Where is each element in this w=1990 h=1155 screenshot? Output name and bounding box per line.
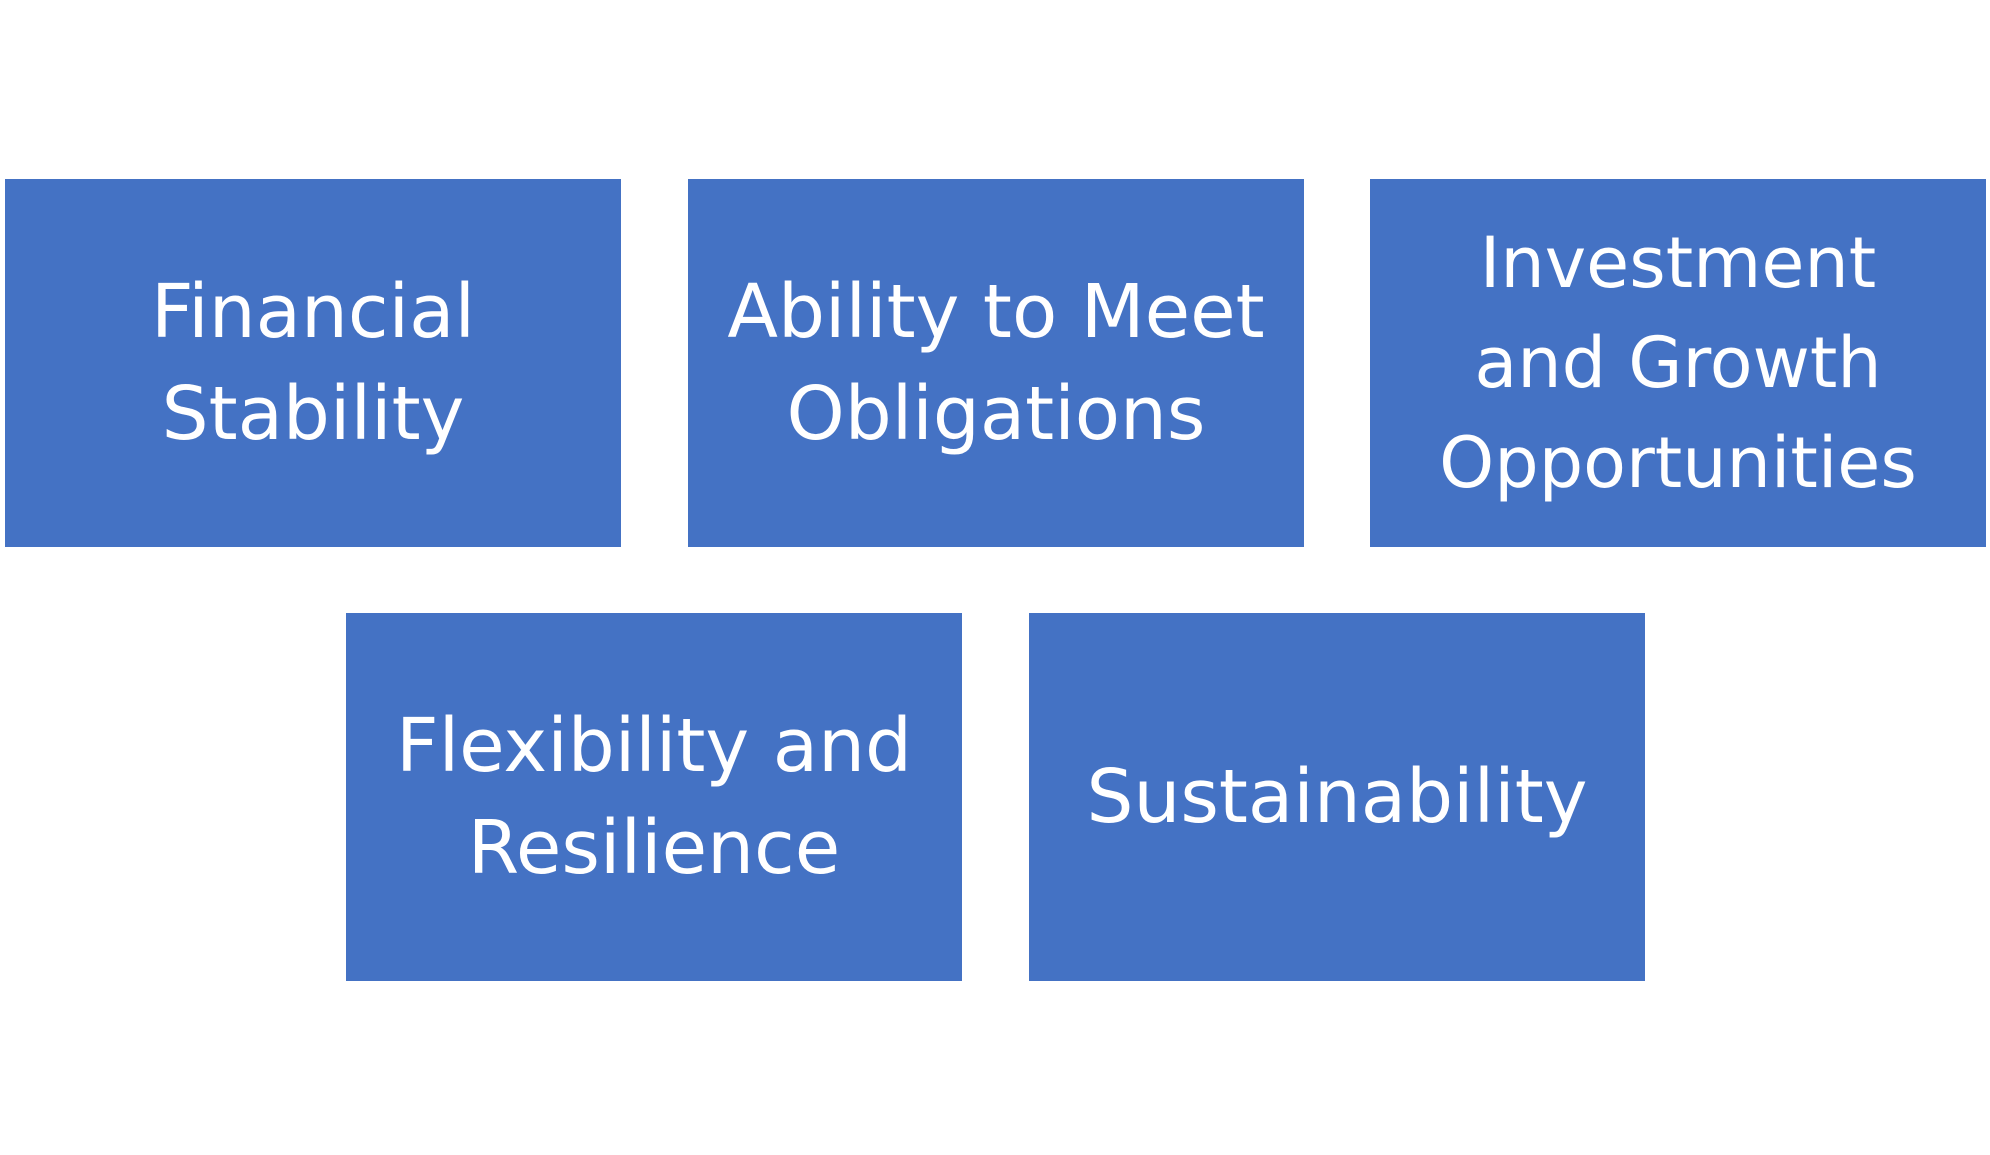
box-label: Investment and Growth Opportunities (1439, 222, 1917, 504)
box-sustainability: Sustainability (1029, 613, 1645, 981)
box-flexibility-and-resilience: Flexibility and Resilience (346, 613, 962, 981)
box-financial-stability: Financial Stability (5, 179, 621, 547)
box-label: Flexibility and Resilience (396, 703, 912, 891)
box-label: Financial Stability (150, 269, 476, 457)
box-investment-and-growth-opportunities: Investment and Growth Opportunities (1370, 179, 1986, 547)
box-label: Sustainability (1086, 754, 1588, 840)
box-label: Ability to Meet Obligations (727, 269, 1265, 457)
box-ability-to-meet-obligations: Ability to Meet Obligations (688, 179, 1304, 547)
